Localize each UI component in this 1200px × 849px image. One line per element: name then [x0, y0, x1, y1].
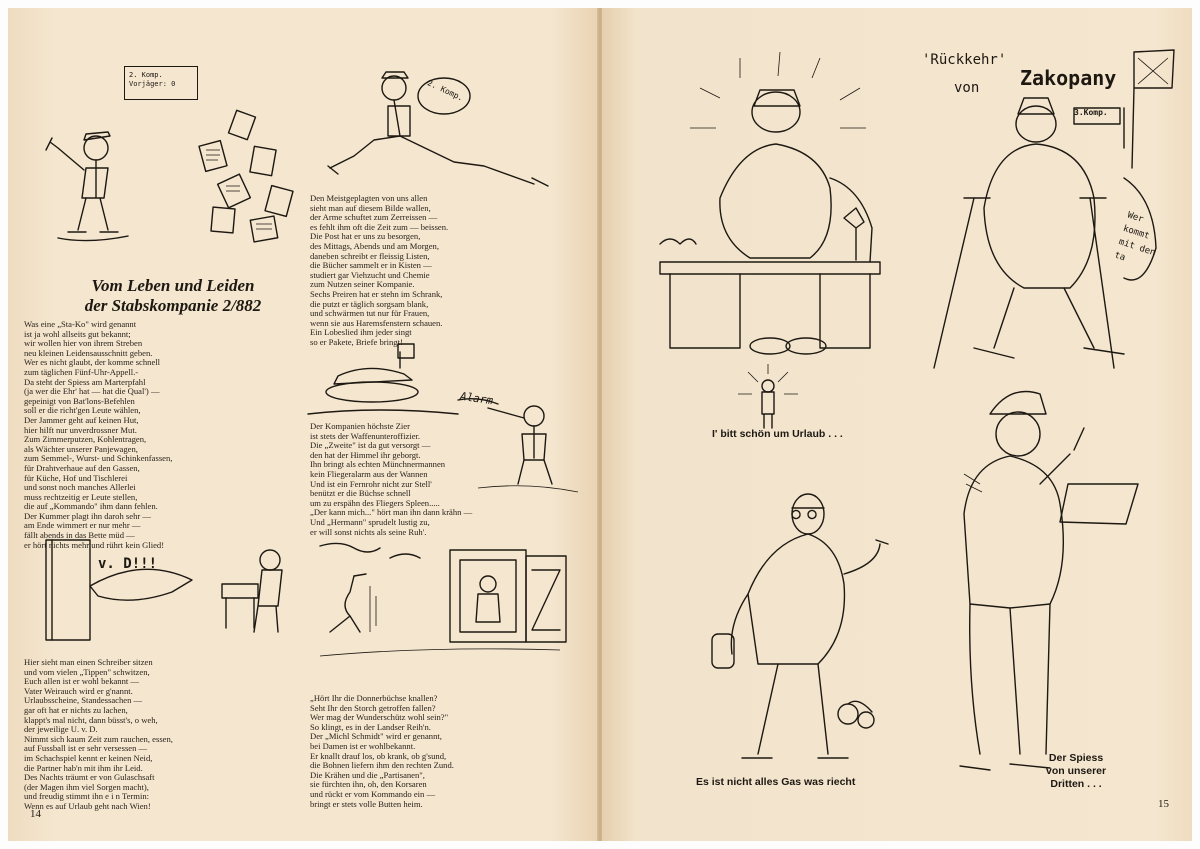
poem-schreiber: Hier sieht man einen Schreiber sitzen un…	[24, 657, 173, 811]
gasmask-soldier-drawing	[711, 493, 889, 759]
bugler-drawing	[45, 131, 129, 242]
poem-waffen: Der Kompanien höchste Zier ist stets der…	[310, 421, 473, 537]
small-soldier-drawing	[738, 364, 798, 429]
article-title: Vom Leben und Leiden der Stabskompanie 2…	[28, 276, 318, 316]
alarm-soldier-drawing	[457, 397, 579, 493]
typist-drawing	[45, 539, 283, 641]
article-title-line1: Vom Leben und Leiden	[91, 276, 255, 295]
caption-spiess: Der Spiess von unserer Dritten . . .	[1046, 752, 1107, 790]
article-title-line2: der Stabskompanie 2/882	[84, 296, 262, 315]
poem-donner: „Hört Ihr die Donnerbüchse knallen? Seht…	[310, 693, 454, 809]
vd-label: v. D!!!	[98, 556, 158, 572]
header-von: von	[954, 80, 980, 96]
crutches-soldier-drawing	[933, 49, 1175, 369]
caption-urlaub: I' bitt schön um Urlaub . . .	[712, 428, 843, 440]
sign-3komp: 3.Komp.	[1072, 106, 1118, 122]
poem-postman: Den Meistgeplagten von uns allen sieht m…	[310, 193, 449, 347]
page-number-left: 14	[30, 808, 41, 820]
sign-board: 2. Komp. Vorjäger: 0	[124, 66, 198, 100]
postman-drawing	[327, 71, 549, 187]
header-rueckkehr: 'Rückkehr'	[922, 52, 1007, 68]
page-number-right: 15	[1158, 798, 1169, 810]
sign-board-text: 2. Komp. Vorjäger: 0	[129, 71, 176, 88]
stork-outhouse-drawing	[319, 542, 567, 657]
officer-desk-drawing	[659, 51, 881, 355]
left-page: 2. Komp. Vorjäger: 0	[8, 8, 598, 841]
tank-drawing	[307, 343, 459, 415]
spiess-drawing	[959, 390, 1139, 771]
poem-intro: Was eine „Sta-Ko" wird genannt ist ja wo…	[24, 319, 173, 550]
sign-3komp-text: 3.Komp.	[1074, 108, 1108, 117]
header-zakopany: Zakopany	[1020, 66, 1117, 90]
caption-gas: Es ist nicht alles Gas was riecht	[696, 776, 856, 788]
right-page: I' bitt schön um Urlaub . . . 'Rückkehr'…	[602, 8, 1192, 841]
spine-gutter	[597, 8, 603, 841]
flying-papers-drawing	[198, 109, 294, 243]
